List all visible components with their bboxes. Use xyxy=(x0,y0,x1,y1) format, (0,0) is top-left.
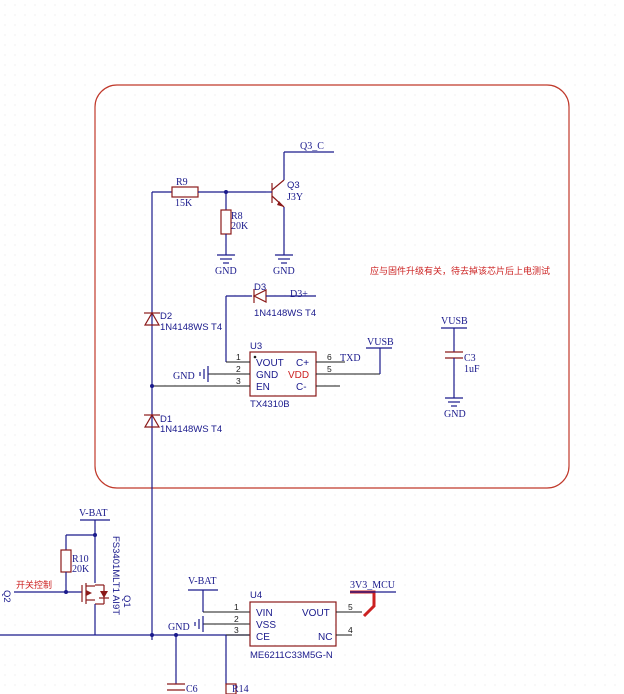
c3-designator: C3 xyxy=(464,353,476,364)
annotation-box xyxy=(94,84,570,489)
u3-pin-cplus: C+ xyxy=(296,358,309,369)
u4-chip xyxy=(249,601,337,647)
d3-designator: D3 xyxy=(254,282,266,293)
d2-designator: D2 xyxy=(160,311,172,322)
u3-pin-gnd: GND xyxy=(256,370,278,381)
net-vbat-q1: V-BAT xyxy=(79,508,108,519)
u4-pin2-num: 2 xyxy=(234,614,239,624)
gnd-symbol-c3 xyxy=(445,397,463,407)
u3-pin2-num: 2 xyxy=(236,364,241,374)
q2-designator: Q2 xyxy=(1,590,12,603)
red-note: 应与固件升级有关，待去掉该芯片后上电测试 xyxy=(370,265,550,277)
d1-value: 1N4148WS T4 xyxy=(160,424,222,435)
u3-pin6-num: 6 xyxy=(327,352,332,362)
u4-pin3-num: 3 xyxy=(234,625,239,635)
d3-value: 1N4148WS T4 xyxy=(254,308,316,319)
r10-designator: R10 xyxy=(72,554,89,565)
c6-designator: C6 xyxy=(186,684,198,694)
net-q3c: Q3_C xyxy=(300,141,324,152)
u3-pin-cminus: C- xyxy=(296,382,307,393)
u4-value: ME6211C33M5G-N xyxy=(250,650,333,661)
u4-pin4-num: 4 xyxy=(348,625,353,635)
gnd-symbol-u4 xyxy=(194,616,204,632)
u3-pin3-num: 3 xyxy=(236,376,241,386)
u4-pin-nc: NC xyxy=(318,632,332,643)
r14-designator: R14 xyxy=(232,684,249,694)
u3-pin-en: EN xyxy=(256,382,270,393)
u3-pin5-num: 5 xyxy=(327,364,332,374)
gnd-label-c3: GND xyxy=(444,409,466,420)
gnd-symbol-u3 xyxy=(199,366,209,382)
q1-mosfet xyxy=(81,583,109,605)
d1-diode xyxy=(143,413,161,428)
r10-value: 20K xyxy=(72,564,90,575)
d2-value: 1N4148WS T4 xyxy=(160,322,222,333)
net-txd: TXD xyxy=(340,353,361,364)
q3-value: J3Y xyxy=(287,192,303,203)
gnd-label-u3: GND xyxy=(173,371,195,382)
r9-designator: R9 xyxy=(176,177,188,188)
c6-capacitor xyxy=(167,683,185,691)
gnd-symbol-r8 xyxy=(217,254,235,264)
u3-pin-vdd: VDD xyxy=(288,370,309,381)
u3-pin1-num: 1 xyxy=(236,352,241,362)
net-d3plus: D3+ xyxy=(290,289,308,300)
net-vusb-u3: VUSB xyxy=(367,337,394,348)
gnd-label-q3: GND xyxy=(273,266,295,277)
u3-designator: U3 xyxy=(250,341,262,352)
net-vbat-u4: V-BAT xyxy=(188,576,217,587)
gnd-label-u4: GND xyxy=(168,622,190,633)
gnd-symbol-q3 xyxy=(275,254,293,264)
net-switch-control: 开关控制 xyxy=(16,579,52,591)
c3-value: 1uF xyxy=(464,364,480,375)
u4-pin-vin: VIN xyxy=(256,608,273,619)
gnd-label-r8: GND xyxy=(215,266,237,277)
r14-resistor xyxy=(225,683,237,694)
u3-pin-vout: VOUT xyxy=(256,358,284,369)
net-vusb-c3: VUSB xyxy=(441,316,468,327)
d1-designator: D1 xyxy=(160,414,172,425)
r8-value: 20K xyxy=(231,221,249,232)
u4-pin1-num: 1 xyxy=(234,602,239,612)
q1-value: FS3401MLT1 AI9T xyxy=(110,536,121,615)
u4-pin-vout: VOUT xyxy=(302,608,330,619)
d2-diode xyxy=(143,311,161,326)
q1-designator: Q1 xyxy=(121,595,132,608)
u4-pin5-num: 5 xyxy=(348,602,353,612)
u4-designator: U4 xyxy=(250,590,262,601)
r8-designator: R8 xyxy=(231,211,243,222)
u4-pin-vss: VSS xyxy=(256,620,276,631)
u4-pin-ce: CE xyxy=(256,632,270,643)
r9-value: 15K xyxy=(175,198,193,209)
u3-value: TX4310B xyxy=(250,399,290,410)
q3-transistor xyxy=(271,179,285,208)
q3-designator: Q3 xyxy=(287,180,300,191)
net-3v3-mcu: 3V3_MCU xyxy=(350,580,396,591)
